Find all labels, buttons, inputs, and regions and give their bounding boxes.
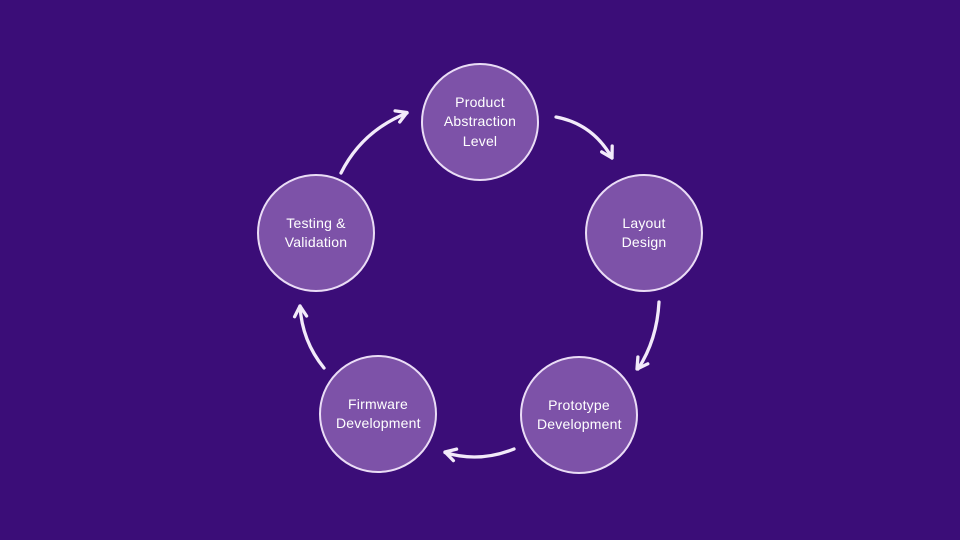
node-label: Firmware Development [336,395,421,431]
node-product-abstraction-level: Product Abstraction Level [421,63,539,181]
node-label: Testing & Validation [284,214,348,250]
arrow-firmware-to-testing-icon [292,304,326,370]
arrow-product-to-layout-icon [554,115,614,160]
arrow-layout-to-prototype-icon [635,300,661,371]
node-layout-design: Layout Design [585,174,703,292]
node-label: Product Abstraction Level [443,94,517,149]
node-label: Layout Design [621,214,667,250]
node-firmware-development: Firmware Development [319,355,437,473]
arrow-prototype-to-firmware-icon [443,447,516,463]
node-prototype-development: Prototype Development [520,356,638,474]
arrow-testing-to-product-icon [339,109,409,175]
node-label: Prototype Development [537,396,622,432]
node-testing-validation: Testing & Validation [257,174,375,292]
